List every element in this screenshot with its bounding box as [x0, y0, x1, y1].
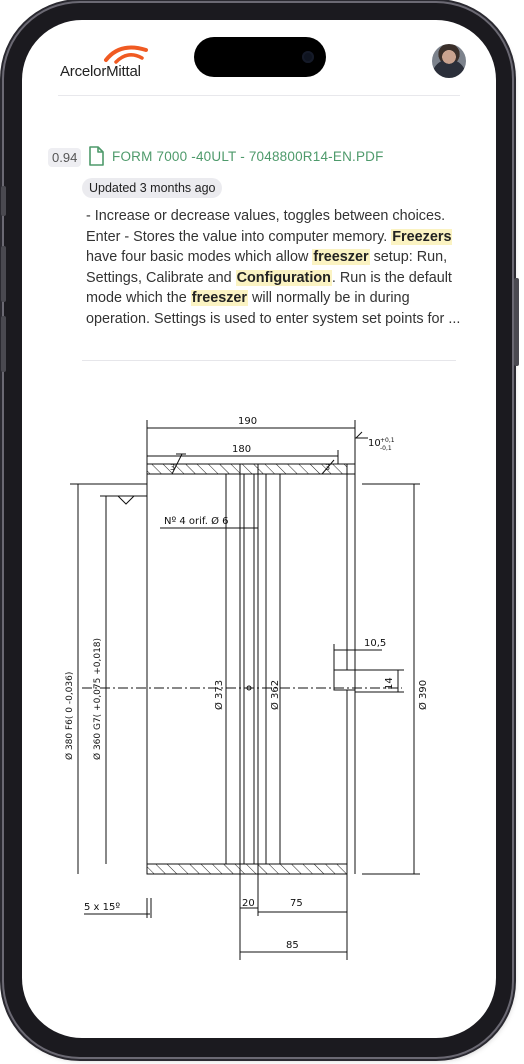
dim-20: 20: [242, 898, 255, 909]
highlight-term: Freezers: [391, 228, 453, 245]
user-avatar[interactable]: [432, 44, 466, 78]
action-button: [1, 186, 6, 216]
dim-75: 75: [290, 898, 303, 909]
dim-10-5: 10,5: [364, 638, 386, 649]
dim-190: 190: [238, 416, 257, 427]
tol-10-bot: -0,1: [380, 445, 392, 452]
dim-85: 85: [286, 940, 299, 951]
result-divider: [82, 360, 456, 361]
holes-note: Nº 4 orif. Ø 6: [164, 515, 228, 527]
header-divider: [58, 95, 460, 96]
chamfer-3-left: 3: [170, 463, 175, 472]
phone-screen: ArcelorMittal 0.94 FORM 7000 -40ULT - 70…: [22, 20, 496, 1038]
dim-10: 10: [368, 438, 381, 449]
result-snippet: - Increase or decrease values, toggles b…: [86, 208, 461, 327]
dim-dia-390: Ø 390: [417, 680, 429, 710]
chamfer-3-right: 3: [325, 463, 330, 472]
power-button: [514, 278, 519, 366]
dim-chamfer-5x15: 5 x 15º: [84, 902, 120, 913]
volume-up-button: [1, 246, 6, 302]
file-icon: [89, 146, 104, 166]
dim-dia-362: Ø 362: [269, 680, 281, 710]
dim-14: 14: [384, 677, 395, 690]
dim-dia-373: Ø 373: [213, 680, 225, 710]
arcelormittal-logo-icon: [104, 45, 148, 64]
volume-down-button: [1, 316, 6, 372]
tol-10-top: +0,1: [380, 437, 395, 444]
dim-dia-360: Ø 360 G7( +0,075 +0,018): [92, 638, 103, 760]
highlight-term: freeszer: [312, 249, 370, 265]
arcelormittal-logo[interactable]: ArcelorMittal: [60, 40, 180, 84]
highlight-term: freeszer: [190, 290, 248, 306]
dim-180: 180: [232, 444, 251, 455]
dim-dia-380: Ø 380 F6( 0 -0,036): [64, 672, 75, 760]
technical-drawing: 190 180 10 +0,1 -0,1 3 3 Nº 4 orif. Ø 6 …: [64, 416, 429, 960]
highlight-term: Configuration: [235, 269, 332, 286]
logo-text: ArcelorMittal: [60, 63, 141, 80]
dynamic-island: [194, 37, 326, 77]
updated-badge: Updated 3 months ago: [82, 178, 223, 198]
front-camera: [302, 51, 314, 63]
result-file-link[interactable]: FORM 7000 -40ULT - 7048800R14-EN.PDF: [112, 149, 384, 164]
relevance-score-badge: 0.94: [48, 148, 82, 167]
